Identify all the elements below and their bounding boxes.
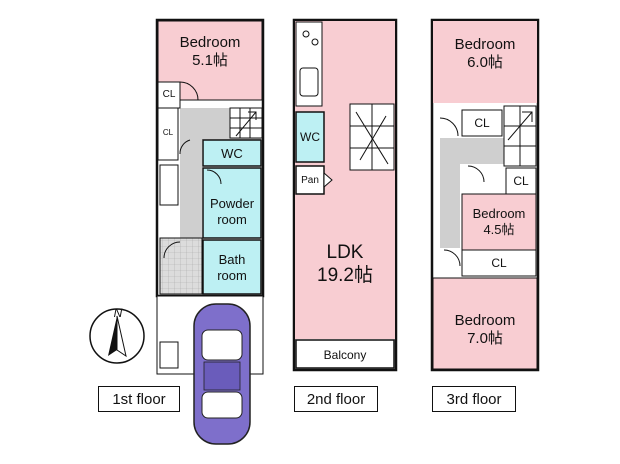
bedroom-7-0-area [432, 277, 538, 370]
room-size: 5.1帖 [192, 52, 228, 69]
closet-label-1f-a: CL [162, 89, 176, 100]
stairs-1f [229, 107, 263, 139]
room-size: 7.0帖 [467, 330, 503, 347]
stairs-3f [503, 105, 537, 167]
powder-room-area [202, 167, 262, 239]
closet-3f-a [461, 109, 503, 137]
room-name: Bedroom [472, 206, 526, 221]
closet-3f-c [461, 249, 537, 277]
room-label-wc-1f: WC [221, 146, 243, 161]
floor-label-3rd: 3rd floor [432, 386, 516, 412]
closet-3f-b [505, 167, 537, 195]
room-label-bedroom-4-5: Bedroom 4.5帖 [462, 206, 536, 237]
balcony-area [295, 339, 395, 369]
closet-label-3f-a: CL [474, 116, 490, 130]
room-label-bedroom-1f: Bedroom 5.1帖 [158, 34, 262, 70]
bath-room-area [202, 239, 262, 295]
third-floor-plan [430, 18, 540, 372]
compass-north-label: N [113, 306, 123, 320]
room-label-wc-2f: WC [300, 130, 320, 144]
room-name: Bedroom [454, 312, 516, 329]
room-label-ldk: LDK 19.2帖 [296, 242, 394, 288]
first-floor-plan [155, 18, 265, 375]
closet-1f-b [157, 107, 179, 161]
room-label-powder-room: Powder room [209, 196, 255, 227]
room-size: 19.2帖 [317, 264, 373, 286]
room-label-balcony: Balcony [323, 348, 367, 362]
wc-1f-area [202, 139, 262, 167]
bedroom-6-0-area [433, 21, 537, 103]
floor-label-2nd: 2nd floor [294, 386, 378, 412]
floor-label-1st: 1st floor [98, 386, 180, 412]
room-name: LDK [326, 242, 364, 263]
room-label-pantry: Pan [301, 175, 319, 186]
bedroom-4-5-area [461, 193, 537, 251]
car-illustration [193, 303, 251, 445]
closet-label-3f-c: CL [491, 256, 507, 270]
stairs-2f [349, 103, 395, 171]
room-name: Bedroom [179, 34, 241, 51]
room-label-bedroom-6-0: Bedroom 6.0帖 [433, 36, 537, 72]
second-floor-plan [292, 18, 398, 372]
room-size: 4.5帖 [483, 221, 515, 237]
room-size: 6.0帖 [467, 54, 503, 71]
wc-2f-area [295, 111, 325, 163]
room-name: Bedroom [454, 36, 516, 53]
room-label-bedroom-7-0: Bedroom 7.0帖 [433, 312, 537, 348]
closet-label-3f-b: CL [513, 174, 529, 188]
north-compass [89, 308, 145, 364]
closet-label-1f-b: CL [162, 128, 174, 137]
room-label-bath-room: Bath room [217, 252, 247, 283]
